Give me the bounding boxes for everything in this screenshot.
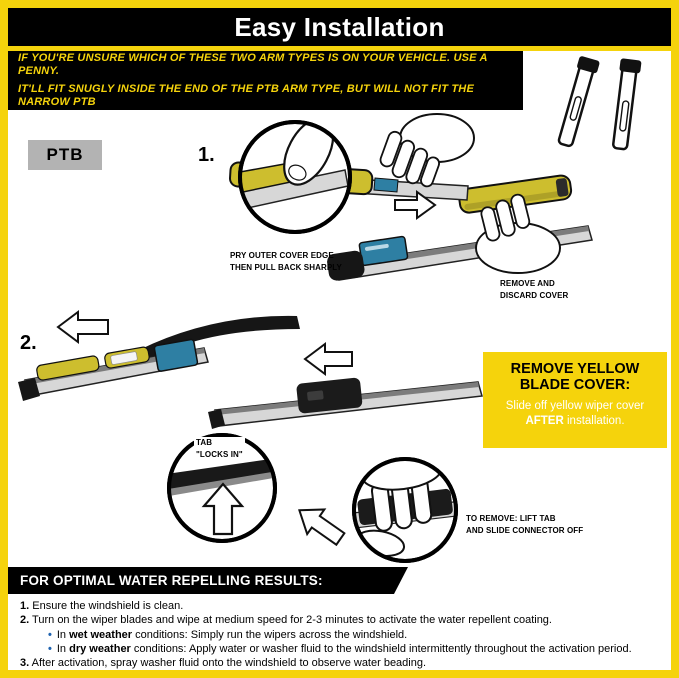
notice-title-line-1: REMOVE YELLOW bbox=[510, 361, 640, 377]
installed-blade bbox=[208, 377, 483, 429]
ptb-arm-icon bbox=[557, 56, 600, 148]
results-header-bar: FOR OPTIMAL WATER REPELLING RESULTS: bbox=[8, 567, 408, 594]
to-remove-caption: TO REMOVE: LIFT TAB AND SLIDE CONNECTOR … bbox=[466, 513, 583, 537]
item-1-number: 1. bbox=[20, 600, 30, 612]
bullet-dry-pre: In bbox=[56, 642, 70, 655]
warning-line-2: IT'LL FIT SNUGLY INSIDE THE END OF THE P… bbox=[18, 83, 474, 109]
list-item-3: 3. After activation, spray washer fluid … bbox=[20, 656, 665, 670]
bullet-icon: • bbox=[48, 642, 52, 655]
ptb-label: PTB bbox=[28, 140, 102, 170]
arrow-left-icon bbox=[56, 310, 109, 344]
item-3-number: 3. bbox=[20, 657, 30, 670]
bullet-dry-post: conditions: Apply water or washer fluid … bbox=[130, 642, 632, 655]
narrow-ptb-arm-icon bbox=[612, 58, 642, 151]
pry-caption: PRY OUTER COVER EDGE THEN PULL BACK SHAR… bbox=[230, 250, 342, 274]
fingers bbox=[379, 130, 441, 188]
wiper-arm-types-icon bbox=[557, 56, 642, 151]
list-bullet-wet: • In wet weather conditions: Simply run t… bbox=[20, 628, 665, 642]
hand-pressing-blade bbox=[379, 113, 475, 188]
rubber-cover-strip bbox=[139, 315, 300, 362]
warning-line-1: IF YOU'RE UNSURE WHICH OF THESE TWO ARM … bbox=[18, 51, 488, 77]
tab-lock-callout bbox=[167, 433, 277, 543]
remove-connector-callout bbox=[352, 457, 458, 563]
arm-types-panel bbox=[523, 51, 671, 151]
arrow-left-icon bbox=[303, 342, 353, 376]
hand-removing-cover bbox=[458, 174, 573, 274]
bullet-wet-pre: In bbox=[56, 628, 70, 641]
illustration-area: PTB 1. 2. bbox=[8, 110, 671, 565]
item-2-text: Turn on the wiper blades and wipe at med… bbox=[32, 614, 552, 627]
results-heading: FOR OPTIMAL WATER REPELLING RESULTS: bbox=[20, 573, 323, 588]
arrow-up-left-icon bbox=[298, 508, 346, 547]
list-bullet-dry: • In dry weather conditions: Apply water … bbox=[20, 642, 665, 656]
arrow-up-icon bbox=[201, 482, 245, 536]
title-bar: Easy Installation bbox=[8, 8, 671, 46]
to-remove-caption-line-2: AND SLIDE CONNECTOR OFF bbox=[466, 526, 584, 535]
step-2-number: 2. bbox=[20, 332, 37, 354]
notice-after-bold: AFTER bbox=[525, 415, 564, 428]
bullet-wet-post: conditions: Simply run the wipers across… bbox=[132, 628, 408, 641]
to-remove-caption-line-1: TO REMOVE: LIFT TAB bbox=[466, 514, 556, 523]
black-connector bbox=[296, 377, 363, 414]
notice-after-rest: installation. bbox=[563, 415, 625, 428]
list-item-1: 1. Ensure the windshield is clean. bbox=[20, 599, 665, 613]
bullet-wet-bold: wet weather bbox=[69, 628, 133, 641]
tab-caption-line-2: "LOCKS IN" bbox=[196, 450, 243, 459]
step-1-illustration bbox=[229, 113, 593, 281]
item-3-text: After activation, spray washer fluid ont… bbox=[31, 657, 427, 670]
end-cap bbox=[327, 250, 365, 281]
remove-cover-notice: REMOVE YELLOW BLADE COVER: Slide off yel… bbox=[483, 352, 667, 448]
notice-title-line-2: BLADE COVER: bbox=[519, 377, 631, 394]
pry-closeup-callout bbox=[238, 120, 352, 234]
arrow-right-icon bbox=[394, 190, 437, 220]
tab-caption: TAB "LOCKS IN" bbox=[194, 437, 245, 461]
discard-caption-line-1: REMOVE AND bbox=[500, 279, 555, 288]
yellow-divider bbox=[8, 46, 671, 51]
pry-caption-line-2: THEN PULL BACK SHARPLY bbox=[230, 263, 342, 272]
blue-connector bbox=[358, 235, 409, 267]
content-area: Easy Installation IF YOU'RE UNSURE WHICH… bbox=[8, 8, 671, 670]
bullet-dry-bold: dry weather bbox=[69, 642, 131, 655]
notice-body-line-2: AFTER installation. bbox=[483, 414, 667, 429]
fingers bbox=[480, 193, 531, 242]
bullet-icon: • bbox=[48, 628, 52, 641]
step-2-illustration bbox=[18, 310, 483, 563]
notice-body-line-1: Slide off yellow wiper cover bbox=[505, 400, 645, 413]
discard-caption-line-2: DISCARD COVER bbox=[500, 291, 569, 300]
instructions-list: 1. Ensure the windshield is clean. 2. Tu… bbox=[20, 599, 665, 670]
blade-with-connector bbox=[18, 338, 209, 401]
blue-connector bbox=[153, 338, 199, 372]
item-1-text: Ensure the windshield is clean. bbox=[32, 600, 184, 612]
list-item-2: 2. Turn on the wiper blades and wipe at … bbox=[20, 613, 665, 627]
discard-caption: REMOVE AND DISCARD COVER bbox=[500, 278, 568, 302]
pry-caption-line-1: PRY OUTER COVER EDGE bbox=[230, 251, 334, 260]
page-title: Easy Installation bbox=[234, 11, 445, 42]
thumb bbox=[283, 122, 335, 186]
tab-caption-line-1: TAB bbox=[196, 438, 213, 447]
step-1-number: 1. bbox=[198, 144, 215, 166]
item-2-number: 2. bbox=[20, 614, 30, 627]
